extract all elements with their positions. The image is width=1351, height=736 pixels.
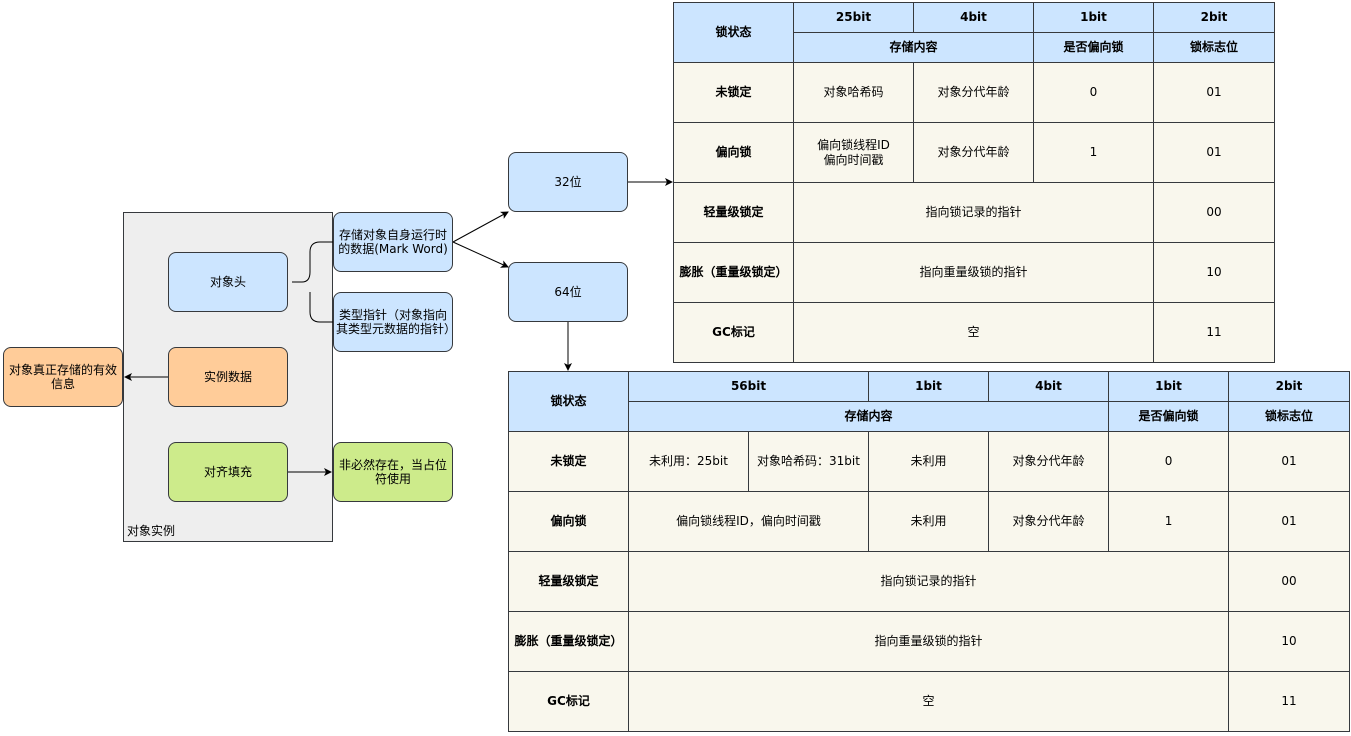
instance-data-node: 实例数据 (168, 347, 288, 407)
cell: 指向重量级锁的指针 (627, 611, 1230, 672)
cell: 0 (1108, 431, 1230, 492)
flag-header: 锁标志位 (1153, 32, 1275, 63)
cell: 1 (1033, 122, 1154, 183)
bit-header: 1bit (1033, 2, 1154, 33)
cell: 00 (1153, 182, 1275, 243)
row-state: GC标记 (508, 671, 629, 732)
epoch-text: 偏向时间戳 (823, 152, 884, 167)
effective-info-node: 对象真正存储的有效信息 (3, 347, 123, 407)
bit-header: 2bit (1228, 371, 1351, 402)
state-header: 锁状态 (673, 2, 794, 63)
cell: 指向重量级锁的指针 (793, 242, 1154, 303)
bit-header: 25bit (793, 2, 914, 33)
cell: 偏向锁线程ID 偏向时间戳 (793, 122, 914, 183)
arrow-markword-to-64 (452, 241, 509, 268)
cell: 未利用 (868, 431, 990, 492)
row-state: 膨胀（重量级锁定） (673, 242, 794, 303)
biased-header: 是否偏向锁 (1033, 32, 1154, 63)
bits32-node: 32位 (508, 152, 628, 212)
object-header-node: 对象头 (168, 252, 288, 312)
type-pointer-node: 类型指针（对象指向其类型元数据的指针） (333, 292, 456, 352)
row-state: 膨胀（重量级锁定） (508, 611, 629, 672)
cell: 11 (1153, 302, 1275, 363)
cell: 11 (1228, 671, 1351, 732)
cell: 10 (1153, 242, 1275, 303)
bit-header: 1bit (868, 371, 990, 402)
mark-word-node: 存储对象自身运行时的数据(Mark Word) (333, 212, 453, 272)
cell: 01 (1153, 62, 1275, 123)
cell: 对象分代年龄 (988, 491, 1110, 552)
cell: 指向锁记录的指针 (627, 551, 1230, 612)
cell: 指向锁记录的指针 (793, 182, 1154, 243)
mark-word-64bit-table: 锁状态 56bit 1bit 4bit 1bit 2bit 存储内容 是否偏向锁… (508, 371, 1351, 732)
cell: 01 (1153, 122, 1275, 183)
row-state: 偏向锁 (673, 122, 794, 183)
cell: 00 (1228, 551, 1351, 612)
content-header: 存储内容 (627, 401, 1110, 432)
bits64-node: 64位 (508, 262, 628, 322)
arrow-markword-to-32 (452, 211, 509, 243)
cell: 1 (1108, 491, 1230, 552)
row-state: GC标记 (673, 302, 794, 363)
cell: 未利用：25bit (628, 431, 749, 492)
cell: 01 (1228, 491, 1351, 552)
cell: 对象哈希码 (793, 62, 914, 123)
cell: 01 (1228, 431, 1351, 492)
flag-header: 锁标志位 (1228, 401, 1351, 432)
object-instance-label: 对象实例 (127, 524, 176, 538)
header-brace (292, 241, 333, 323)
padding-note-node: 非必然存在，当占位符使用 (333, 442, 453, 502)
row-state: 未锁定 (673, 62, 794, 123)
bit-header: 56bit (627, 371, 870, 402)
cell: 对象分代年龄 (988, 431, 1110, 492)
thread-id-text: 偏向锁线程ID (817, 138, 890, 153)
row-state: 轻量级锁定 (508, 551, 629, 612)
cell: 偏向锁线程ID，偏向时间戳 (627, 491, 870, 552)
state-header: 锁状态 (508, 371, 629, 432)
row-state: 偏向锁 (508, 491, 629, 552)
bit-header: 1bit (1108, 371, 1230, 402)
cell: 对象分代年龄 (913, 122, 1034, 183)
mark-word-32bit-table: 锁状态 25bit 4bit 1bit 2bit 存储内容 是否偏向锁 锁标志位… (673, 2, 1275, 363)
bit-header: 2bit (1153, 2, 1275, 33)
bit-header: 4bit (988, 371, 1110, 402)
row-state: 轻量级锁定 (673, 182, 794, 243)
cell: 0 (1033, 62, 1154, 123)
cell: 对象分代年龄 (913, 62, 1034, 123)
row-state: 未锁定 (508, 431, 629, 492)
bit-header: 4bit (913, 2, 1034, 33)
content-header: 存储内容 (793, 32, 1034, 63)
cell: 未利用 (868, 491, 990, 552)
cell: 空 (627, 671, 1230, 732)
alignment-padding-node: 对齐填充 (168, 442, 288, 502)
biased-header: 是否偏向锁 (1108, 401, 1230, 432)
cell: 空 (793, 302, 1154, 363)
cell: 对象哈希码：31bit (747, 431, 870, 492)
cell: 10 (1228, 611, 1351, 672)
